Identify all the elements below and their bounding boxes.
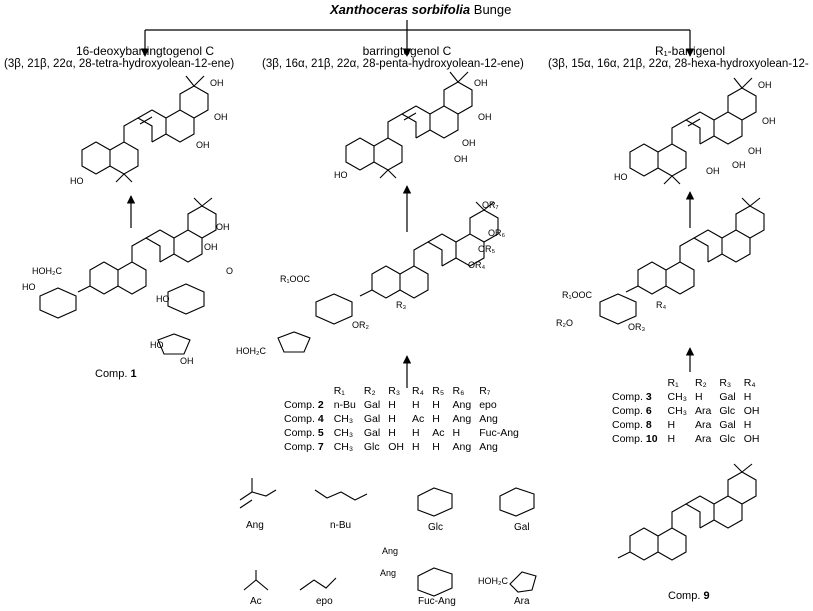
fragment-ara-label: Ara	[514, 596, 530, 607]
aglycone-3-formula: (3β, 15α, 16α, 21β, 22α, 28-hexa-hydroxy…	[548, 58, 809, 70]
oh-label: OH	[748, 146, 762, 156]
fragment-fucang-label: Fuc-Ang	[418, 596, 456, 607]
fragment-nbu-label: n-Bu	[330, 520, 352, 531]
table-header: R₁	[333, 385, 345, 397]
o-label: O	[226, 266, 234, 276]
oh-label: OH	[214, 112, 228, 122]
table-header: R₇	[479, 385, 491, 397]
fragment-glc-label: Glc	[428, 522, 443, 533]
source-title: Xanthoceras sorbifolia Bunge	[330, 2, 511, 17]
or5-label: OR₅	[478, 244, 496, 254]
oh-label: OH	[474, 78, 488, 88]
glycoside-skeleton-3	[625, 197, 765, 295]
aglycone-2-header: barringtogenol C	[300, 44, 514, 58]
aglycone-3-header: R₁-barrigenol	[600, 44, 780, 58]
fragment-ac-label: Ac	[250, 596, 262, 607]
oh-label: OH	[210, 78, 224, 88]
aglycone-2-name: barringtogenol C	[362, 44, 452, 58]
fragment-gal-label: Gal	[514, 522, 530, 533]
oh-label: OH	[216, 222, 230, 232]
r4-label: R₄	[656, 300, 667, 310]
or6-label: OR₆	[488, 228, 506, 238]
r3-label: R₃	[396, 300, 407, 310]
tree-arrows	[126, 20, 695, 388]
table-header: R₃	[388, 385, 401, 397]
oh-label: OH	[454, 154, 468, 164]
table-header-row: R₁ R₂ R₃ R₄ R₅ R₆ R₇	[280, 384, 523, 398]
table-header: R₄	[743, 377, 756, 389]
oh-label: OH	[706, 166, 720, 176]
oh-label: OH	[732, 160, 746, 170]
hoh2c-label: HOH₂C	[478, 576, 508, 586]
or7-label: OR₇	[482, 200, 499, 210]
ho-label: HO	[614, 172, 628, 182]
oh-label: OH	[196, 140, 210, 150]
oh-label: OH	[180, 356, 194, 366]
ho-label: HO	[150, 340, 164, 350]
ho-label: HO	[334, 170, 348, 180]
oh-label: OH	[478, 112, 492, 122]
sugar-rings	[39, 283, 637, 355]
aglycone-1-name: 16-deoxybarringtogenol C	[75, 44, 215, 58]
oh-label: OH	[204, 242, 218, 252]
comp9-label: Comp. 9	[668, 590, 710, 602]
aglycone-1-header: 16-deoxybarringtogenol C	[40, 44, 250, 58]
aglycone-2-formula: (3β, 16α, 21β, 22α, 28-penta-hydroxyolea…	[262, 58, 524, 70]
comp1-label: Comp. 1	[95, 368, 137, 380]
oh-label: OH	[462, 138, 476, 148]
aglycone-1-formula: (3β, 21β, 22α, 28-tetra-hydroxyolean-12-…	[4, 58, 235, 70]
table-header-row: R₁ R₂ R₃ R₄	[608, 376, 763, 390]
species-name: Xanthoceras sorbifolia	[330, 2, 471, 17]
or3-label: OR₃	[628, 322, 646, 332]
table-header: R₅	[432, 385, 445, 397]
fragment-epo-label: epo	[316, 596, 333, 607]
oh-label: OH	[758, 80, 772, 90]
glycoside-skeleton-1	[77, 197, 217, 295]
table-header: R₄	[411, 385, 424, 397]
table-header: R₃	[719, 377, 732, 389]
r2o-label: R₂O	[556, 318, 573, 328]
comp9-skeleton	[617, 463, 757, 561]
table-header: R₁	[667, 377, 679, 389]
ho-label: HO	[70, 176, 84, 186]
table-header: R₆	[452, 385, 465, 397]
fragment-ang-label: Ang	[246, 520, 264, 531]
ho-label: HO	[156, 294, 170, 304]
ang-label: Ang	[382, 546, 399, 556]
hoh2c-label: HOH₂C	[32, 266, 62, 276]
r1ooc-label: R₁OOC	[562, 290, 593, 300]
r1ooc-label: R₁OOC	[280, 274, 311, 284]
species-author: Bunge	[473, 2, 512, 17]
aglycone-skeleton-1	[81, 75, 209, 183]
fragment-structures	[239, 478, 537, 597]
oh-label: OH	[762, 116, 776, 126]
table-header: R₂	[363, 385, 376, 397]
or2-label: OR₂	[352, 320, 369, 330]
ang-label: Ang	[380, 568, 397, 578]
aglycone-3-name: R₁-barrigenol	[654, 44, 726, 58]
ho-label: HO	[22, 282, 36, 292]
table-header: R₂	[695, 377, 707, 389]
hoh2c-label: HOH₂C	[236, 346, 266, 356]
or4-label: OR₄	[468, 260, 486, 270]
